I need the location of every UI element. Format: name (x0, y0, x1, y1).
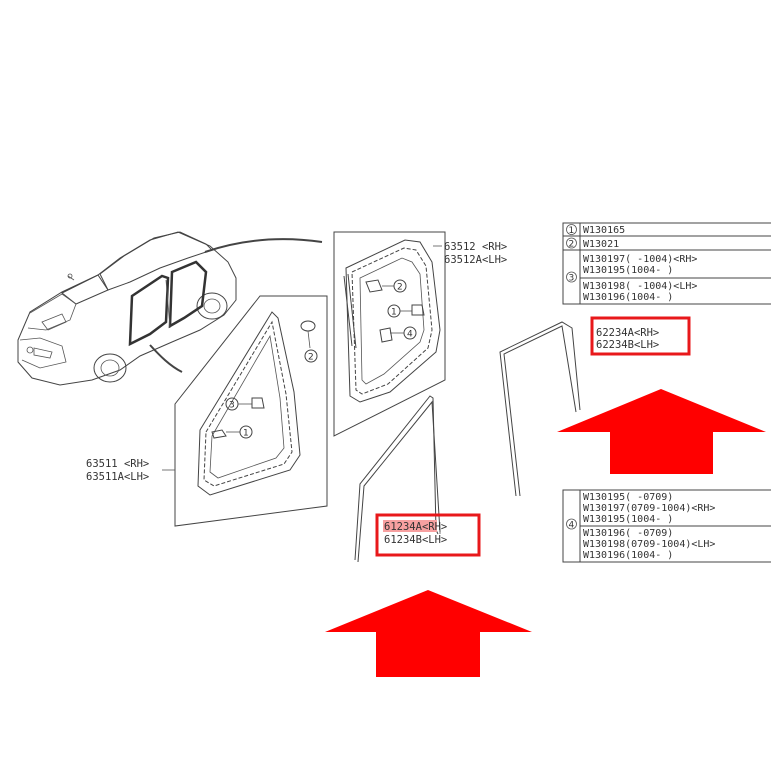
arrow-up-bottom (325, 590, 532, 677)
svg-text:4: 4 (407, 330, 413, 340)
rear-seal-rh-label: 63512 <RH> (444, 241, 507, 253)
table-top-idx-3: 3 (569, 274, 575, 284)
table-top-row-3a: W130197( -1004)<RH> (583, 254, 697, 265)
svg-text:2: 2 (397, 283, 403, 293)
table-top-idx-2: 2 (569, 240, 575, 250)
table-top-row-3c: W130198( -1004)<LH> (583, 281, 697, 292)
svg-text:1: 1 (243, 429, 249, 439)
table-bottom-row-6: W130196(1004- ) (583, 550, 673, 561)
callout-2-rear (393, 279, 407, 293)
svg-text:2: 2 (308, 353, 314, 363)
rear-weatherstrip-rh-label: 62234A<RH> (596, 327, 659, 339)
table-top-idx-1: 1 (569, 226, 575, 236)
table-bottom-idx-4: 4 (569, 521, 575, 531)
callout-2-front (304, 349, 318, 363)
rear-seal-lh-label: 63512A<LH> (444, 254, 507, 266)
table-top-row-3b: W130195(1004- ) (583, 265, 673, 276)
svg-text:1: 1 (391, 308, 397, 318)
fastener-table-top: 1 W130165 2 W13021 3 W130197( -1004)<RH>… (562, 222, 771, 305)
rear-door-panel: 2 1 4 (333, 231, 446, 437)
table-bottom-row-1: W130195( -0709) (583, 492, 673, 503)
table-bottom-row-5: W130198(0709-1004)<LH> (583, 539, 715, 550)
front-door-panel: 2 3 1 (162, 295, 328, 527)
rear-weatherstrip (499, 321, 581, 497)
table-top-row-1: W130165 (583, 225, 625, 236)
front-seal-lh-label: 63511A<LH> (86, 471, 149, 483)
table-bottom-row-2: W130197(0709-1004)<RH> (583, 503, 715, 514)
table-bottom-row-4: W130196( -0709) (583, 528, 673, 539)
table-top-row-3d: W130196(1004- ) (583, 292, 673, 303)
rear-weatherstrip-lh-label: 62234B<LH> (596, 339, 659, 351)
arrow-up-right (557, 389, 766, 474)
front-weatherstrip-code-mark (383, 520, 437, 532)
front-weatherstrip-rh-label: 61234A<RH> (384, 521, 447, 533)
svg-text:3: 3 (229, 401, 235, 411)
rear-weatherstrip-highlight (590, 316, 691, 356)
table-bottom-row-3: W130195(1004- ) (583, 514, 673, 525)
callout-1-front (239, 425, 253, 439)
table-top-row-2: W13021 (583, 239, 619, 250)
front-weatherstrip-lh-label: 61234B<LH> (384, 534, 447, 546)
front-seal-rh-label: 63511 <RH> (86, 458, 149, 470)
fastener-table-bottom: 4 W130195( -0709) W130197(0709-1004)<RH>… (562, 489, 771, 563)
front-weatherstrip-highlight (375, 513, 481, 557)
car-illustration (17, 231, 237, 386)
